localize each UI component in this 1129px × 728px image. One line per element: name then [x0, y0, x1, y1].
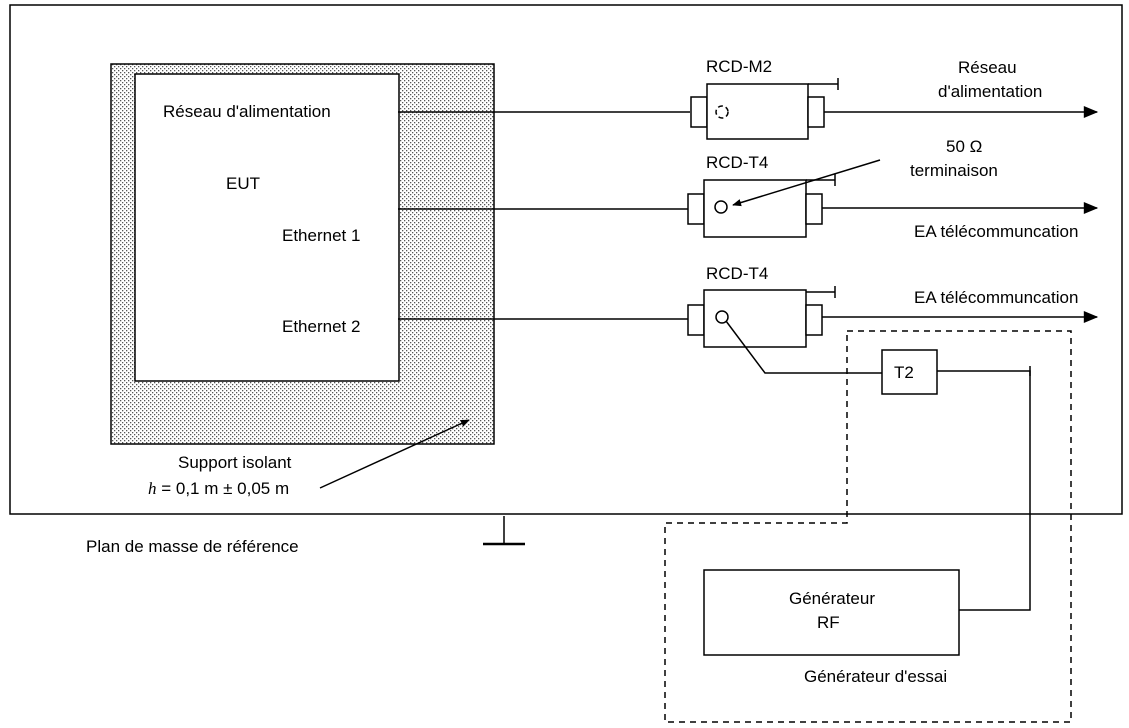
ethernet1-label: Ethernet 1	[282, 226, 360, 245]
eut-box	[134, 73, 400, 382]
ground-plane-label: Plan de masse de référence	[86, 537, 299, 556]
support-label-line2: h = 0,1 m ± 0,05 m	[148, 479, 289, 498]
support-height-value: = 0,1 m ± 0,05 m	[157, 479, 290, 498]
t2-attenuator	[881, 349, 938, 395]
support-pointer-arrow	[319, 419, 470, 489]
telecom-ae-label-2: EA télécommuncation	[914, 288, 1078, 307]
eut-label: EUT	[226, 174, 260, 193]
termination-label-line1: 50 Ω	[946, 137, 982, 156]
telecom-ae-label-1: EA télécommuncation	[914, 222, 1078, 241]
power-output-label-line2: d'alimentation	[938, 82, 1042, 101]
rcd-t4-port-2-icon	[715, 310, 729, 324]
ethernet2-label: Ethernet 2	[282, 317, 360, 336]
termination-pointer-arrow	[732, 159, 881, 207]
t2-label: T2	[894, 363, 914, 382]
rcd-t4-label-1: RCD-T4	[706, 153, 768, 172]
rf-feed-cable	[937, 370, 1031, 611]
rf-generator-box	[703, 569, 960, 656]
power-output-label-line1: Réseau	[958, 58, 1017, 77]
rcd-m2-device	[690, 78, 839, 140]
rf-generator-label-line2: RF	[817, 613, 840, 632]
ground-plane-frame	[9, 4, 1123, 515]
support-height-symbol: h	[148, 479, 157, 498]
test-generator-boundary	[664, 330, 1072, 723]
ground-icon	[483, 516, 525, 546]
termination-label-line2: terminaison	[910, 161, 998, 180]
rcd-t4-device-2	[687, 286, 836, 348]
rcd-t4-port-1-icon	[714, 200, 728, 214]
injection-cable	[725, 320, 882, 374]
rcd-t4-device-1	[687, 174, 836, 238]
rcd-m2-port-icon	[715, 105, 729, 119]
eut-power-label: Réseau d'alimentation	[163, 102, 331, 121]
rcd-t4-label-2: RCD-T4	[706, 264, 768, 283]
rf-generator-label-line1: Générateur	[789, 589, 875, 608]
support-label-line1: Support isolant	[178, 453, 292, 472]
rcd-m2-label: RCD-M2	[706, 57, 772, 76]
test-generator-label: Générateur d'essai	[804, 667, 947, 686]
